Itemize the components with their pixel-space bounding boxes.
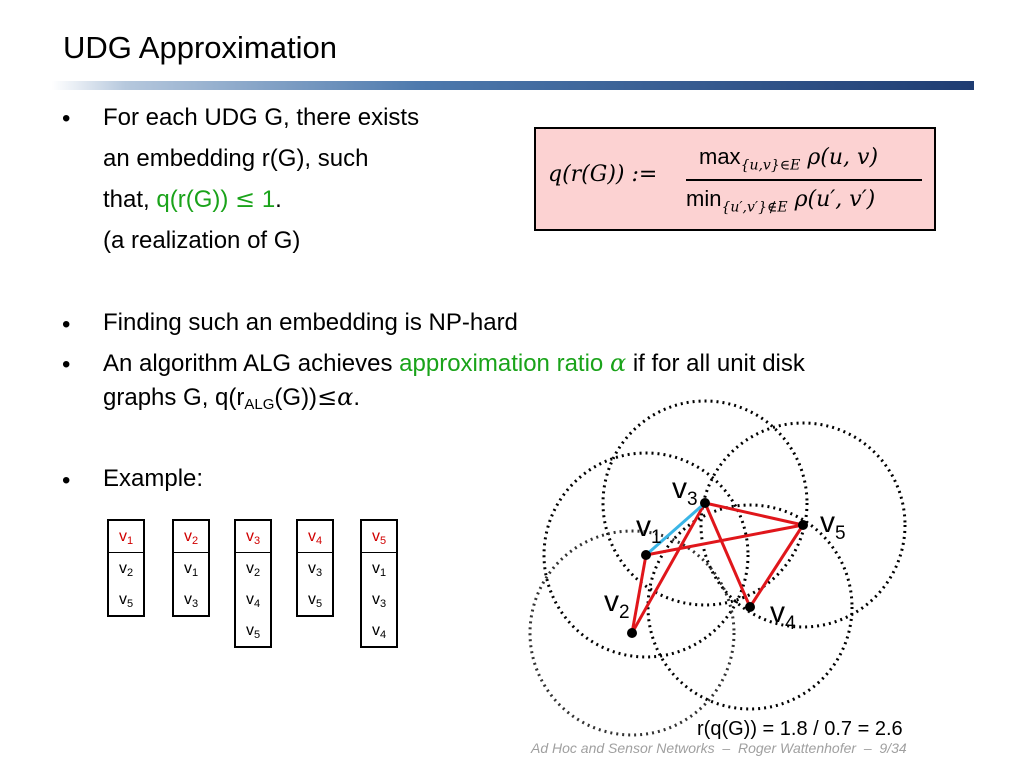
bullet-marker: • [62,351,71,378]
edge-v1-v5 [645,523,804,557]
adjacency-list-v5: v5 v1 v3 v4 [360,519,398,648]
bullet-3-line-1: An algorithm ALG achieves approximation … [103,351,805,376]
bullet-2-text: Finding such an embedding is NP-hard [103,309,518,336]
period: . [275,186,282,213]
highlight-value: 1 [261,186,276,213]
min-operator: min [686,186,722,211]
list-item: v2 [118,560,134,579]
page-number: 9/34 [879,740,907,756]
adjacency-list-v3: v3 v2 v4 v5 [234,519,272,648]
bullet-marker: • [62,467,71,494]
formula-box: q(r(G)) := max{u,v}∈E ρ(u, v) min{u′,v′}… [534,127,936,231]
list-item: v3 [371,591,387,610]
bullet-1-line-3: that, q(r(G)) ≤ 1. [103,187,282,212]
text: (G)) [274,384,318,411]
highlight-approx-ratio: approximation ratio [399,350,604,377]
bullet-4-text: Example: [103,465,204,492]
vertex-v2 [627,628,637,638]
slide-footer: Ad Hoc and Sensor Networks – Roger Watte… [531,740,907,756]
list-head: v5 [362,521,396,553]
max-subscript: {u,v}∈E [740,157,801,174]
unit-disk-v5 [699,421,907,629]
vertex-label-v2: v2 [604,585,630,623]
adjacency-list-v4: v4 v3 v5 [296,519,334,617]
edge-v2-v3 [630,502,707,634]
unit-disk-v3 [601,399,809,607]
bullet-1-line-2: an embedding r(G), such [103,145,369,172]
slide-title: UDG Approximation [63,30,337,65]
ratio-caption: r(q(G)) = 1.8 / 0.7 = 2.6 [697,718,903,740]
list-head: v3 [236,521,270,553]
list-item: v3 [183,591,199,610]
period: . [353,384,361,411]
text: that, [103,186,157,213]
denominator-expr: ρ(u′, v′) [794,187,876,212]
alpha-symbol: α [337,383,354,411]
vertex-v1 [641,550,651,560]
text: graphs G, q(r [103,384,245,411]
leq-symbol: ≤ [317,383,338,411]
vertex-v5 [798,520,808,530]
list-item: v4 [371,622,387,641]
list-item: v1 [371,560,387,579]
text: An algorithm ALG achieves [103,350,400,377]
edge-v4-v5 [748,524,805,608]
formula-numerator: max{u,v}∈E ρ(u, v) [699,144,878,173]
edge-v1-v2 [630,554,648,634]
list-item: v2 [245,560,261,579]
list-head: v4 [298,521,332,553]
leq-symbol: ≤ [235,185,256,213]
vertex-label-v3: v3 [672,472,698,510]
edge-v3-v4 [703,502,752,608]
adjacency-list-v1: v1 v2 v5 [107,519,145,617]
text: if for all unit disk [626,350,805,377]
footer-author: Roger Wattenhofer [738,740,857,756]
list-head: v2 [174,521,208,553]
edge-v1-v3-highlight [645,501,706,557]
unit-disk-v2 [528,529,736,737]
fraction-bar [686,179,922,181]
footer-sep: – [863,740,872,756]
vertex-v3 [700,498,710,508]
unit-disks [528,399,907,737]
unit-disk-v1 [542,451,750,659]
adjacency-list-v2: v2 v1 v3 [172,519,210,617]
max-operator: max [699,144,741,169]
list-item: v5 [118,591,134,610]
graph-vertices [627,498,808,638]
footer-course: Ad Hoc and Sensor Networks [531,740,715,756]
list-item: v1 [183,560,199,579]
list-item: v4 [245,591,261,610]
list-head: v1 [109,521,143,553]
vertex-label-v5: v5 [820,506,846,544]
vertex-label-v1: v1 [636,510,662,548]
vertex-label-v4: v4 [770,596,796,634]
edge-v3-v5 [704,501,804,527]
formula-lhs: q(r(G)) := [548,162,658,187]
bullet-1-line-4: (a realization of G) [103,227,301,254]
bullet-1-line-1: For each UDG G, there exists [103,104,420,131]
alpha-symbol: α [609,349,627,377]
subscript-alg: ALG [244,396,275,413]
bullet-3-line-2: graphs G, q(rALG(G))≤α. [103,385,360,412]
bullet-marker: • [62,105,71,132]
formula-denominator: min{u′,v′}∉E ρ(u′, v′) [686,186,875,215]
graph-edges [630,501,805,634]
list-item: v5 [307,591,323,610]
list-item: v3 [307,560,323,579]
bullet-marker: • [62,311,71,338]
footer-sep: – [722,740,731,756]
highlight-q: q(r(G)) [156,186,229,213]
min-subscript: {u′,v′}∉E [721,199,788,216]
list-item: v5 [245,622,261,641]
numerator-expr: ρ(u, v) [807,145,879,170]
vertex-v4 [745,602,755,612]
title-underline-bar [52,81,974,90]
